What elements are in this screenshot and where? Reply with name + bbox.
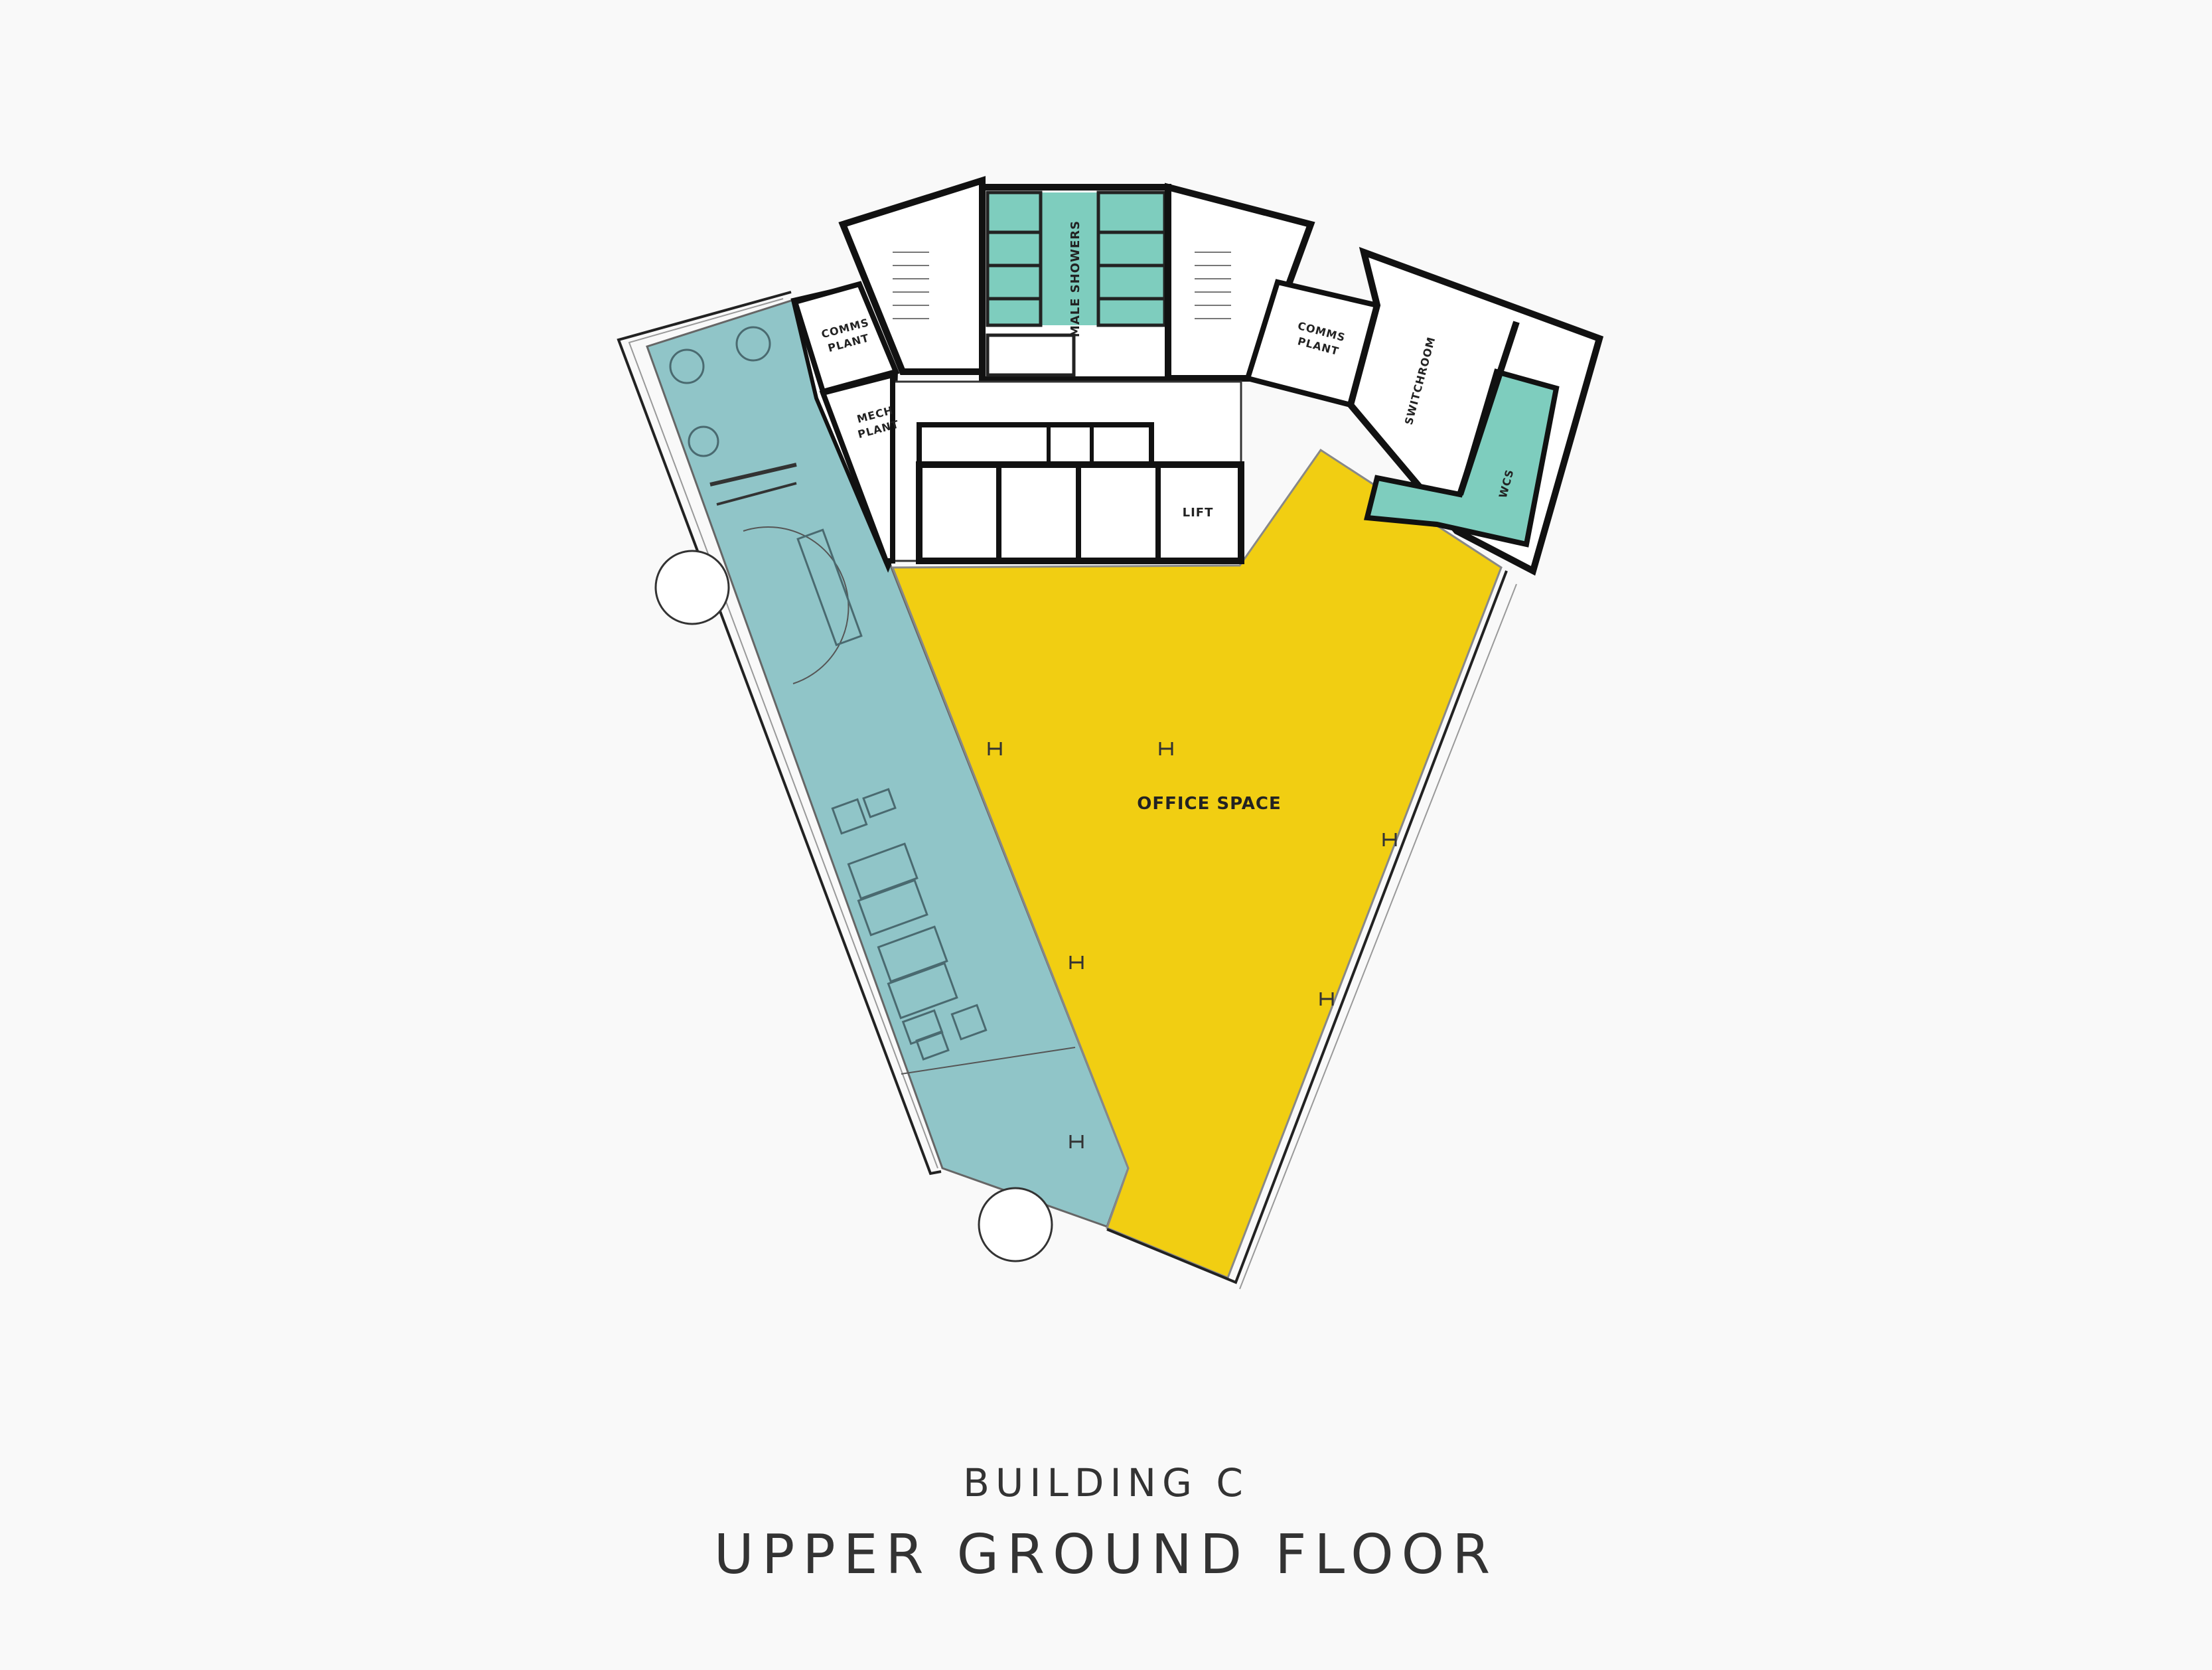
comms-plant-left [791,281,900,395]
showers-wet-area [988,192,1164,325]
column-marker-icon [988,742,1397,1148]
stair-icon [893,252,1231,319]
male-showers-label: MALE SHOWERS [1069,220,1082,337]
mech-plant [819,371,895,564]
office-space-label: OFFICE SPACE [1137,794,1282,814]
office-area [891,448,1503,1279]
riser-row [917,422,1154,467]
planter-circle [654,550,730,625]
round-table-icon [669,326,771,457]
sofa-icon [831,788,988,1061]
bar-counter [796,528,863,646]
planter-circle [978,1187,1053,1262]
wcs-area [1363,368,1560,548]
office-glazing [1106,570,1508,1284]
building-title: BUILDING C [963,1460,1249,1505]
terrace-glazing [617,291,942,1176]
lift-label: LIFT [1183,506,1214,520]
floor-title: UPPER GROUND FLOOR [713,1523,1499,1586]
